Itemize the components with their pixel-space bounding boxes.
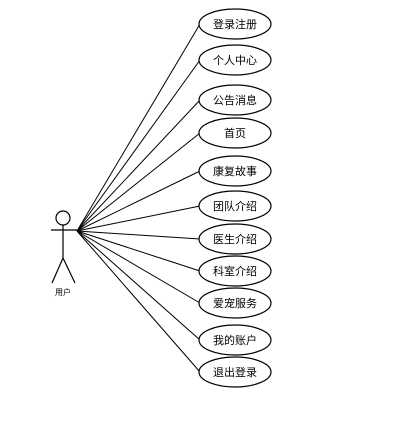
association-line	[76, 59, 201, 232]
use-case: 公告消息	[198, 84, 272, 116]
association-lines	[76, 23, 201, 373]
use-case-ellipse	[198, 190, 272, 222]
association-line	[76, 170, 201, 232]
use-case: 爱宠服务	[198, 287, 272, 319]
use-case-label: 我的账户	[213, 333, 257, 347]
actor-left-leg	[51, 257, 64, 284]
use-case-ellipse	[198, 324, 272, 356]
use-case: 首页	[198, 117, 272, 149]
actor-right-leg	[62, 257, 76, 284]
use-case-label: 团队介绍	[213, 199, 257, 213]
use-case-label: 公告消息	[213, 93, 257, 107]
use-case-ellipse	[198, 223, 272, 255]
association-line	[76, 230, 201, 373]
association-line	[76, 132, 201, 232]
use-case-label: 医生介绍	[213, 232, 257, 246]
use-case-ellipse	[198, 356, 272, 388]
use-case-label: 登录注册	[213, 17, 257, 31]
association-line	[76, 23, 201, 232]
use-case-ellipse	[198, 44, 272, 76]
use-case-ellipse	[198, 84, 272, 116]
use-case: 退出登录	[198, 356, 272, 388]
use-case-ellipse	[198, 255, 272, 287]
actor-head	[55, 210, 71, 226]
actor-user	[51, 210, 77, 284]
use-case: 医生介绍	[198, 223, 272, 255]
use-case-label: 个人中心	[213, 54, 257, 67]
association-line	[76, 230, 201, 341]
use-case-ellipse	[198, 117, 272, 149]
use-case: 个人中心	[198, 44, 272, 76]
association-line	[76, 230, 201, 272]
use-case-ellipse	[198, 287, 272, 319]
use-case-ellipse	[198, 155, 272, 187]
association-line	[76, 205, 201, 232]
use-case-label: 首页	[224, 126, 246, 140]
use-case: 登录注册	[198, 8, 272, 40]
association-line	[76, 230, 201, 304]
use-case-label: 爱宠服务	[213, 296, 257, 310]
use-case-ellipse	[198, 8, 272, 40]
actor-label: 用户	[55, 287, 71, 297]
use-case: 团队介绍	[198, 190, 272, 222]
use-case: 康复故事	[198, 155, 272, 187]
association-line	[76, 230, 201, 240]
use-case-label: 科室介绍	[213, 264, 257, 278]
use-case: 我的账户	[198, 324, 272, 356]
use-case-label: 退出登录	[213, 365, 257, 379]
use-case: 科室介绍	[198, 255, 272, 287]
use-cases: 登录注册个人中心公告消息首页康复故事团队介绍医生介绍科室介绍爱宠服务我的账户退出…	[198, 8, 272, 388]
association-line	[76, 99, 201, 232]
use-case-label: 康复故事	[213, 164, 257, 178]
